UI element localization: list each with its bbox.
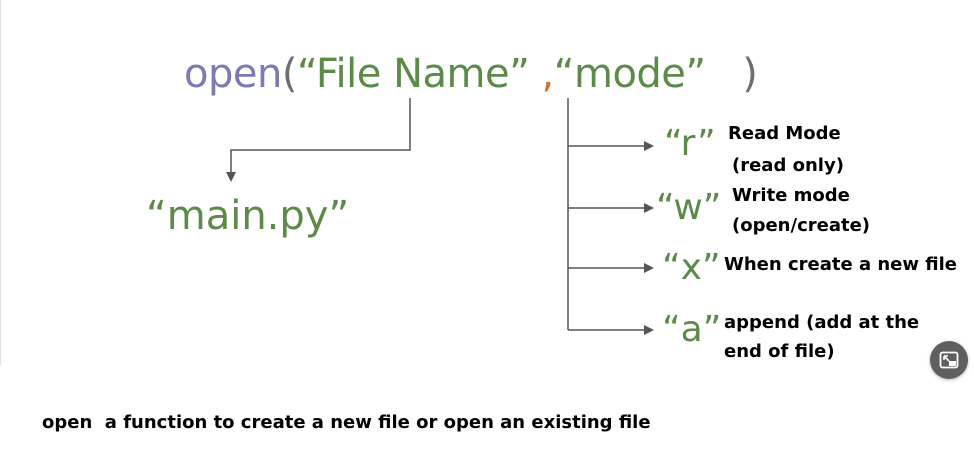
mode-desc-r-line2: (read only)	[732, 155, 844, 176]
open-keyword: open	[184, 51, 282, 97]
mode-desc-r-line1: Read Mode	[728, 123, 841, 144]
argument-comma: ,	[529, 51, 555, 97]
mode-desc-x-line1: When create a new file	[724, 254, 957, 275]
left-border	[0, 0, 1, 365]
caption-text: open a function to create a new file or …	[42, 412, 651, 433]
open-paren: (	[281, 51, 298, 97]
picture-in-picture-button[interactable]	[930, 341, 968, 379]
mode-key-a: “a”	[662, 309, 722, 350]
mode-key-x: “x”	[662, 247, 721, 288]
mode-desc-a-line1: append (add at the	[724, 312, 920, 333]
mode-key-w: “w”	[656, 187, 722, 228]
open-function-call: open(“File Name” ,“mode” )	[184, 48, 758, 100]
mode-desc-w-line1: Write mode	[732, 185, 850, 206]
picture-in-picture-exit-icon	[939, 351, 959, 369]
close-paren: )	[705, 51, 758, 97]
filename-example: “main.py”	[146, 193, 350, 239]
filename-connector	[226, 98, 411, 182]
mode-desc-a-line2: end of file)	[724, 341, 835, 362]
mode-argument: “mode”	[553, 51, 706, 97]
mode-key-r: “r”	[664, 123, 716, 164]
file-name-argument: “File Name”	[296, 51, 530, 97]
mode-desc-w-line2: (open/create)	[732, 215, 871, 236]
